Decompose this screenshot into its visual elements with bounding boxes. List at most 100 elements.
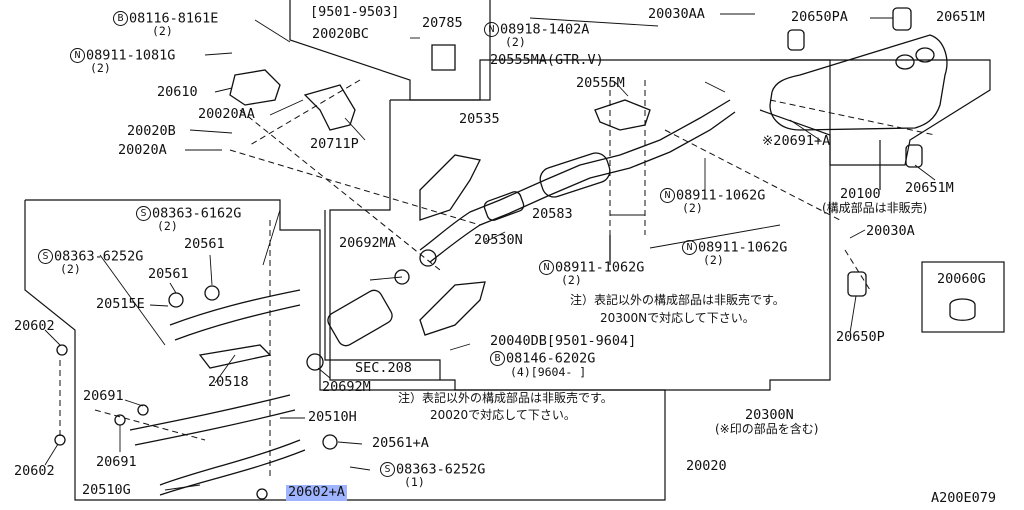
qty-08363b: (2) bbox=[60, 262, 81, 276]
part-20100[interactable]: 20100 bbox=[840, 186, 881, 202]
qty-08363a: (2) bbox=[157, 219, 178, 233]
part-20518[interactable]: 20518 bbox=[208, 374, 249, 390]
note-20300N-line2: 20300Nで対応して下さい。 bbox=[600, 311, 755, 325]
part-20515E[interactable]: 20515E bbox=[96, 296, 145, 312]
clamp-20561-b bbox=[168, 292, 184, 308]
part-20030AA[interactable]: 20030AA bbox=[648, 6, 705, 22]
part-20691-b[interactable]: 20691 bbox=[96, 454, 137, 470]
nut-symbol-icon: N bbox=[70, 48, 85, 63]
part-20692M[interactable]: 20692M bbox=[322, 379, 371, 395]
note-20020-line1: 注）表記以外の構成部品は非販売です。 bbox=[398, 391, 613, 405]
part-code: 08363-6162G bbox=[152, 205, 242, 222]
part-20651M-bottom[interactable]: 20651M bbox=[905, 180, 954, 196]
part-20610[interactable]: 20610 bbox=[157, 84, 198, 100]
pipe-flange bbox=[419, 249, 437, 267]
part-20020[interactable]: 20020 bbox=[686, 458, 727, 474]
part-date-range-9501: [9501-9503] bbox=[310, 4, 400, 20]
qty-08918: (2) bbox=[505, 35, 526, 49]
bracket-20610 bbox=[229, 69, 281, 106]
note-20300N-line1: 注）表記以外の構成部品は非販売です。 bbox=[570, 293, 785, 307]
gasket-20692MA bbox=[394, 269, 410, 285]
screw-symbol-icon: S bbox=[136, 206, 151, 221]
dash-10 bbox=[769, 99, 936, 136]
main-exhaust-pipe-2 bbox=[429, 111, 736, 263]
center-muffler bbox=[539, 152, 611, 198]
part-20561A[interactable]: 20561+A bbox=[372, 435, 429, 451]
part-20691A[interactable]: ※20691+A bbox=[762, 133, 831, 149]
part-20555M[interactable]: 20555M bbox=[576, 75, 625, 91]
part-20510H[interactable]: 20510H bbox=[308, 409, 357, 425]
part-20561-a[interactable]: 20561 bbox=[184, 236, 225, 252]
part-20040DB[interactable]: 20040DB[9501-9604] bbox=[490, 333, 637, 349]
part-20020B[interactable]: 20020B bbox=[127, 123, 176, 139]
part-20300N[interactable]: 20300N bbox=[745, 407, 794, 423]
qty-08363c: (1) bbox=[404, 475, 425, 489]
part-20785[interactable]: 20785 bbox=[422, 15, 463, 31]
ref-SEC208[interactable]: SEC.208 bbox=[355, 360, 412, 376]
part-20555MA[interactable]: 20555MA(GTR.V) bbox=[490, 52, 604, 68]
qty-08911d: (2) bbox=[703, 253, 724, 267]
part-code: 08363-6252G bbox=[54, 248, 144, 265]
nut-symbol-icon: N bbox=[539, 260, 554, 275]
part-20650PA[interactable]: 20650PA bbox=[791, 9, 848, 25]
heat-shield-20535 bbox=[419, 154, 481, 221]
part-20561-b[interactable]: 20561 bbox=[148, 266, 189, 282]
clamp-20561-a bbox=[204, 285, 220, 301]
part-20583[interactable]: 20583 bbox=[532, 206, 573, 222]
gasket-20692M bbox=[306, 353, 324, 371]
part-20020A[interactable]: 20020A bbox=[118, 142, 167, 158]
qty-08911b: (2) bbox=[682, 201, 703, 215]
heat-shield-20555M bbox=[594, 99, 651, 131]
part-20020AA[interactable]: 20020AA bbox=[198, 106, 255, 122]
qty-08146: (4)[9604- ] bbox=[510, 365, 587, 379]
part-20692MA[interactable]: 20692MA bbox=[339, 235, 396, 251]
nut-20602-b bbox=[54, 434, 66, 446]
qty-08911a: (2) bbox=[90, 61, 111, 75]
rear-muffler bbox=[769, 34, 948, 131]
nut-symbol-icon: N bbox=[682, 240, 697, 255]
qty-08116: (2) bbox=[152, 24, 173, 38]
box-upper-bracket bbox=[289, 0, 491, 101]
nut-20602-a bbox=[56, 344, 68, 356]
part-20535[interactable]: 20535 bbox=[459, 111, 500, 127]
clamp-20561A bbox=[322, 434, 338, 450]
tailpipe-2 bbox=[895, 54, 915, 70]
front-pipe-upper bbox=[169, 289, 301, 341]
part-20020BC[interactable]: 20020BC bbox=[312, 26, 369, 42]
hanger-20650PA bbox=[787, 29, 805, 51]
box-20060G bbox=[921, 261, 1005, 333]
part-20691-a[interactable]: 20691 bbox=[83, 388, 124, 404]
heat-shield-20530N bbox=[419, 281, 486, 336]
nut-symbol-icon: N bbox=[660, 188, 675, 203]
part-20602-b[interactable]: 20602 bbox=[14, 463, 55, 479]
box-muffler bbox=[759, 59, 991, 166]
part-20711P[interactable]: 20711P bbox=[310, 136, 359, 152]
nut-symbol-icon: N bbox=[484, 22, 499, 37]
part-20602A-highlighted[interactable]: 20602+A bbox=[286, 484, 347, 501]
part-20602-a[interactable]: 20602 bbox=[14, 318, 55, 334]
part-20060G[interactable]: 20060G bbox=[937, 271, 986, 287]
dash-5 bbox=[664, 129, 841, 221]
part-20510G[interactable]: 20510G bbox=[82, 482, 131, 498]
part-code: 08918-1402A bbox=[500, 21, 590, 38]
part-20651M-top[interactable]: 20651M bbox=[936, 9, 985, 25]
part-20030A[interactable]: 20030A bbox=[866, 223, 915, 239]
front-tube-20510G bbox=[159, 439, 306, 496]
note-20020-line2: 20020で対応して下さい。 bbox=[430, 408, 576, 422]
part-code: 08911-1062G bbox=[555, 259, 645, 276]
part-20650P[interactable]: 20650P bbox=[836, 329, 885, 345]
box-20300N-inner bbox=[324, 210, 441, 380]
part-20530N[interactable]: 20530N bbox=[474, 232, 523, 248]
dash-1 bbox=[239, 109, 441, 271]
